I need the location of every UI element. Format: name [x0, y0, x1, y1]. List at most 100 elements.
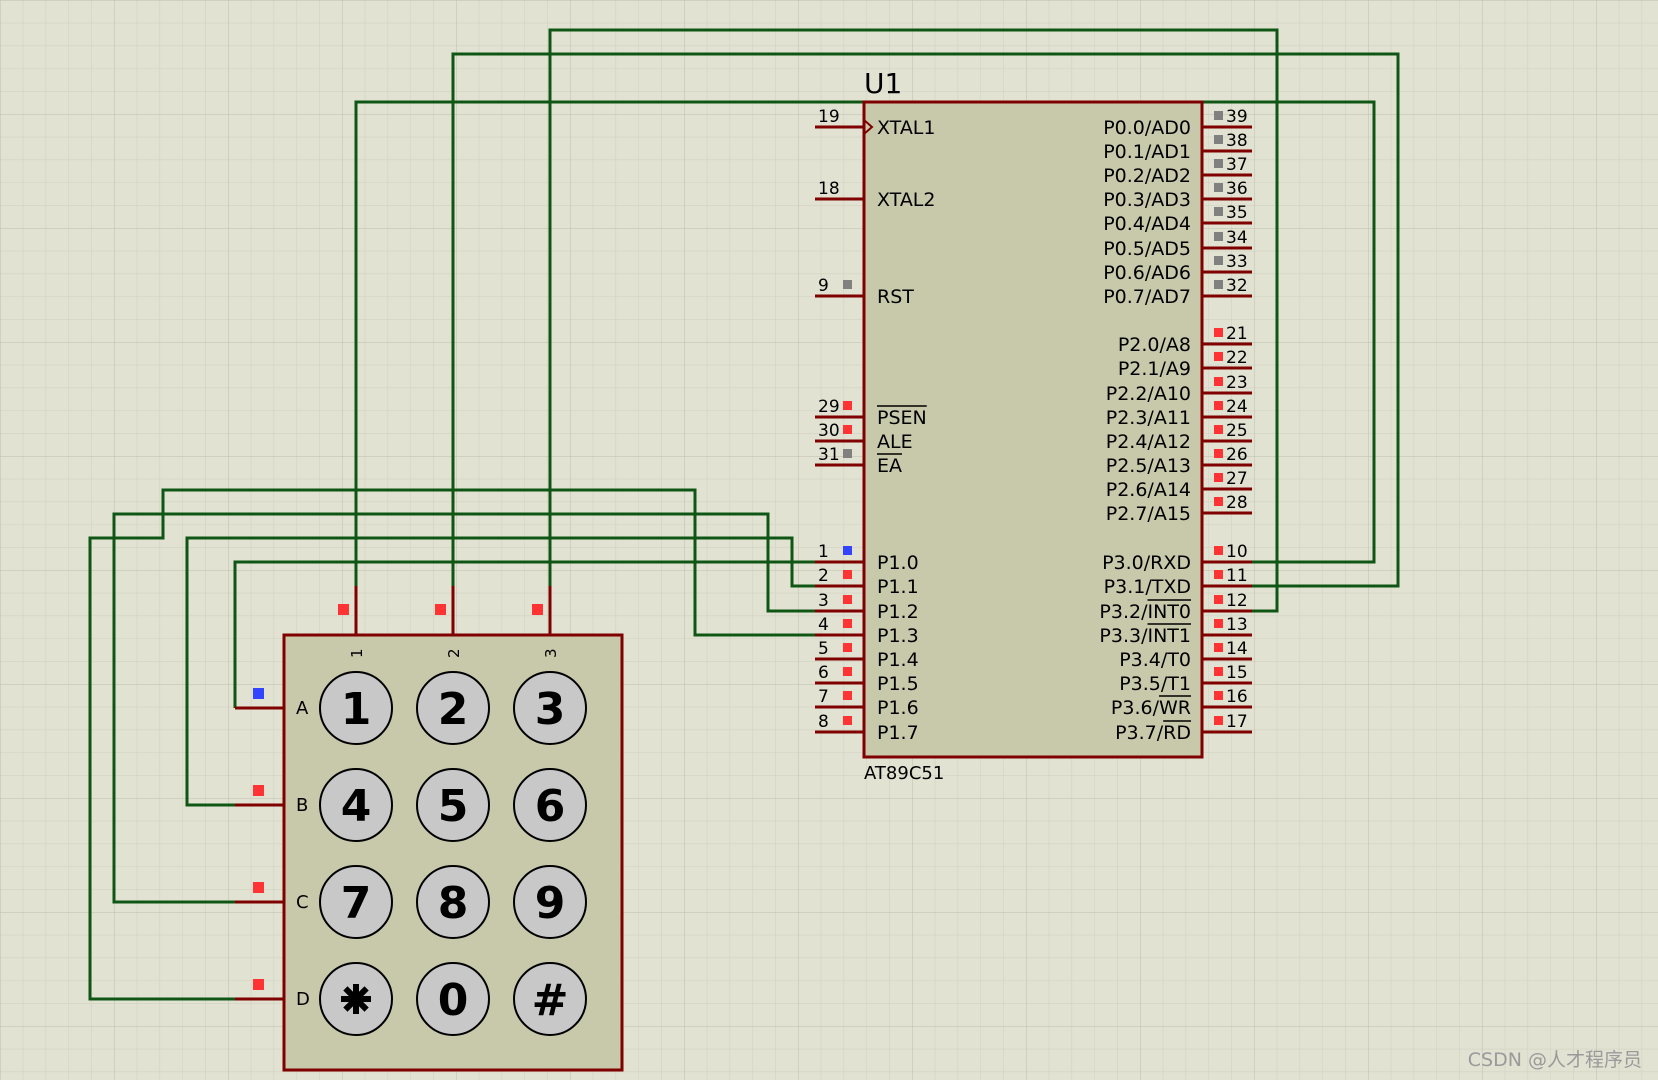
chip-ref-label: U1 — [864, 67, 902, 100]
pin-state-marker — [1214, 256, 1223, 265]
key-6[interactable]: 6 — [513, 768, 587, 842]
pin-state-marker — [253, 688, 264, 699]
chip-body — [862, 100, 1204, 759]
key-2[interactable]: 2 — [416, 671, 490, 745]
keypad-row-pin-a[interactable]: A — [235, 688, 309, 719]
pin-name: P3.3/INT1 — [1099, 625, 1191, 647]
key-label: 8 — [438, 878, 469, 929]
pin-number: 12 — [1226, 591, 1248, 611]
pin-number: 39 — [1226, 107, 1248, 127]
pin-name: P1.0 — [877, 552, 919, 574]
pin-name: P1.6 — [877, 697, 919, 719]
keypad-row-pin-b[interactable]: B — [235, 785, 308, 816]
pin-number: 3 — [818, 591, 829, 611]
pin-number: 9 — [818, 276, 829, 296]
pin-name: P2.3/A11 — [1106, 407, 1191, 429]
pin-number: 10 — [1226, 542, 1248, 562]
key-5[interactable]: 5 — [416, 768, 490, 842]
pin-name: P3.1/TXD — [1104, 576, 1191, 598]
key-0[interactable]: 0 — [416, 962, 490, 1036]
pin-state-marker — [1214, 473, 1223, 482]
keypad-col-pin-3[interactable]: 3 — [532, 586, 560, 658]
key-star[interactable] — [319, 962, 393, 1036]
wire-net-1 — [354, 100, 1376, 586]
pin-name: EA — [877, 455, 902, 477]
pin-name: P2.4/A12 — [1106, 431, 1191, 453]
pin-state-marker — [1214, 352, 1223, 361]
wires — [88, 28, 1400, 1001]
pin-state-marker — [843, 401, 852, 410]
pin-name: P1.7 — [877, 722, 919, 744]
row-label: B — [296, 795, 308, 816]
key-hash[interactable]: # — [513, 962, 587, 1036]
key-4[interactable]: 4 — [319, 768, 393, 842]
key-3[interactable]: 3 — [513, 671, 587, 745]
key-8[interactable]: 8 — [416, 865, 490, 939]
keypad-row-pin-d[interactable]: D — [235, 979, 310, 1010]
pin-state-marker — [1214, 570, 1223, 579]
keypad-col-pin-2[interactable]: 2 — [435, 586, 463, 658]
key-7[interactable]: 7 — [319, 865, 393, 939]
pin-name: P3.6/WR — [1111, 697, 1191, 719]
wire-net-5 — [185, 536, 815, 807]
pin-state-marker — [1214, 111, 1223, 120]
pin-name: P2.5/A13 — [1106, 455, 1191, 477]
pin-name: P0.0/AD0 — [1103, 117, 1191, 139]
pin-name: P0.7/AD7 — [1103, 286, 1191, 308]
pin-number: 30 — [818, 421, 840, 441]
pin-state-marker — [843, 425, 852, 434]
key-cap — [513, 671, 587, 745]
pin-name: ALE — [877, 431, 913, 453]
pin-state-marker — [1214, 401, 1223, 410]
key-cap — [416, 962, 490, 1036]
pin-number: 21 — [1226, 324, 1248, 344]
pin-number: 19 — [818, 107, 840, 127]
key-1[interactable]: 1 — [319, 671, 393, 745]
keypad-col-pin-1[interactable]: 1 — [338, 586, 366, 658]
key-9[interactable]: 9 — [513, 865, 587, 939]
pin-state-marker — [843, 280, 852, 289]
keypad-row-pin-c[interactable]: C — [235, 882, 309, 913]
